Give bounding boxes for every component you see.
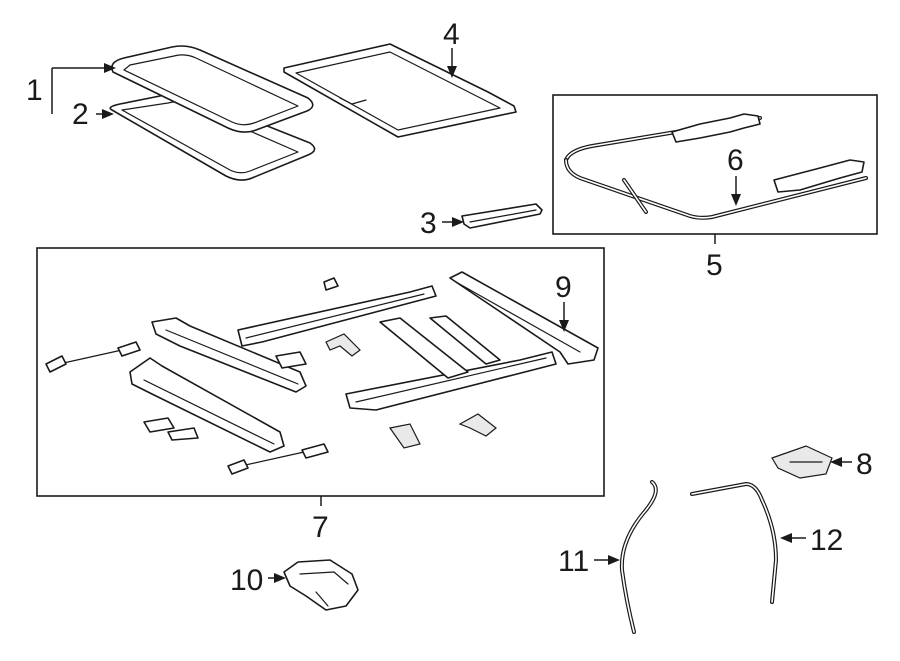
drain-cable-assembly-part	[564, 113, 868, 220]
sunroof-frame-assembly-part	[45, 271, 599, 475]
sunroof-glass-seal-part	[109, 45, 316, 181]
deflector-bracket-part	[461, 203, 543, 229]
bracket-part	[771, 445, 833, 479]
leader-lines	[51, 48, 852, 583]
callout-12: 12	[810, 524, 843, 557]
callout-2: 2	[72, 98, 89, 131]
drain-hose-left-part	[619, 480, 658, 634]
drain-hose-right-part	[690, 482, 778, 604]
callout-10: 10	[230, 564, 263, 597]
drain-hose-group-box	[552, 94, 878, 235]
callout-5: 5	[706, 249, 723, 282]
callout-8: 8	[856, 448, 873, 481]
sunroof-motor-part	[283, 559, 359, 611]
sunshade-panel-part	[283, 43, 517, 138]
callout-4: 4	[443, 18, 460, 51]
callout-3: 3	[420, 207, 437, 240]
callout-1: 1	[26, 74, 43, 107]
callout-6: 6	[727, 144, 744, 177]
callout-11: 11	[558, 545, 589, 578]
callout-7: 7	[312, 511, 329, 544]
callout-9: 9	[555, 271, 572, 304]
